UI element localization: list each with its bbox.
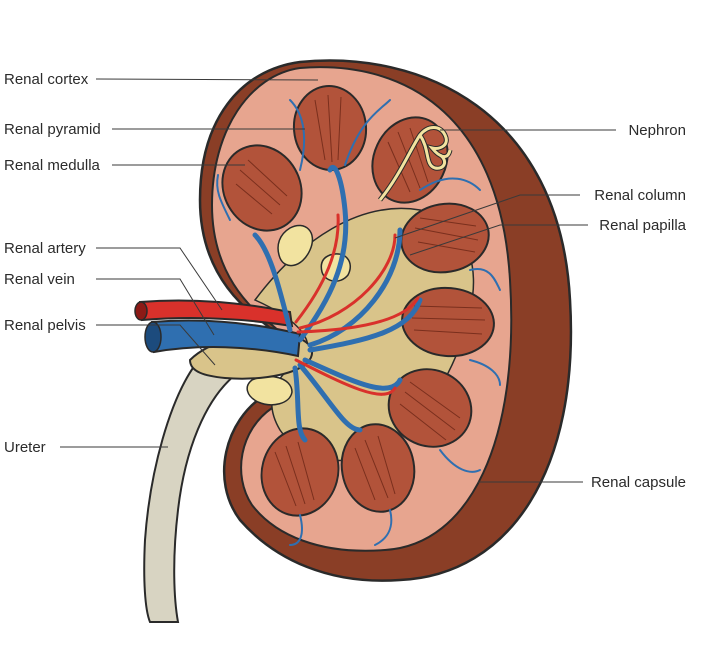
leader-renal-column <box>394 194 580 239</box>
renal-pyramids <box>221 85 495 517</box>
label-ureter: Ureter <box>4 439 46 456</box>
pyramid-5 <box>401 286 495 358</box>
pyramid-striations <box>235 94 486 507</box>
leader-lines <box>60 78 616 483</box>
sinus-fat <box>246 224 351 406</box>
leader-renal-artery <box>96 247 223 311</box>
renal-artery-shape <box>134 299 294 328</box>
label-renal-column: Renal column <box>594 187 686 204</box>
label-renal-capsule: Renal capsule <box>591 474 686 491</box>
label-renal-artery: Renal artery <box>4 240 86 257</box>
renal-vein-shape <box>144 319 302 358</box>
label-renal-medulla: Renal medulla <box>4 157 101 174</box>
leader-renal-pelvis <box>96 324 216 366</box>
labels: Renal cortex Renal pyramid Renal medulla… <box>4 71 687 491</box>
pyramid-8 <box>260 427 340 517</box>
label-renal-papilla: Renal papilla <box>599 217 686 234</box>
pyramid-7 <box>340 423 416 513</box>
label-renal-vein: Renal vein <box>4 271 75 288</box>
label-renal-pyramid: Renal pyramid <box>4 121 101 138</box>
label-nephron: Nephron <box>628 122 686 139</box>
leader-renal-papilla <box>409 224 588 256</box>
pyramid-2 <box>221 144 303 232</box>
label-renal-pelvis: Renal pelvis <box>4 317 86 334</box>
pyramid-4 <box>400 202 490 274</box>
vessel-branches <box>216 99 501 546</box>
label-renal-cortex: Renal cortex <box>4 71 89 88</box>
nephron-shape <box>378 125 453 202</box>
leader-renal-cortex <box>95 78 319 81</box>
leader-renal-vein <box>96 278 215 336</box>
ureter-shape <box>143 363 238 623</box>
